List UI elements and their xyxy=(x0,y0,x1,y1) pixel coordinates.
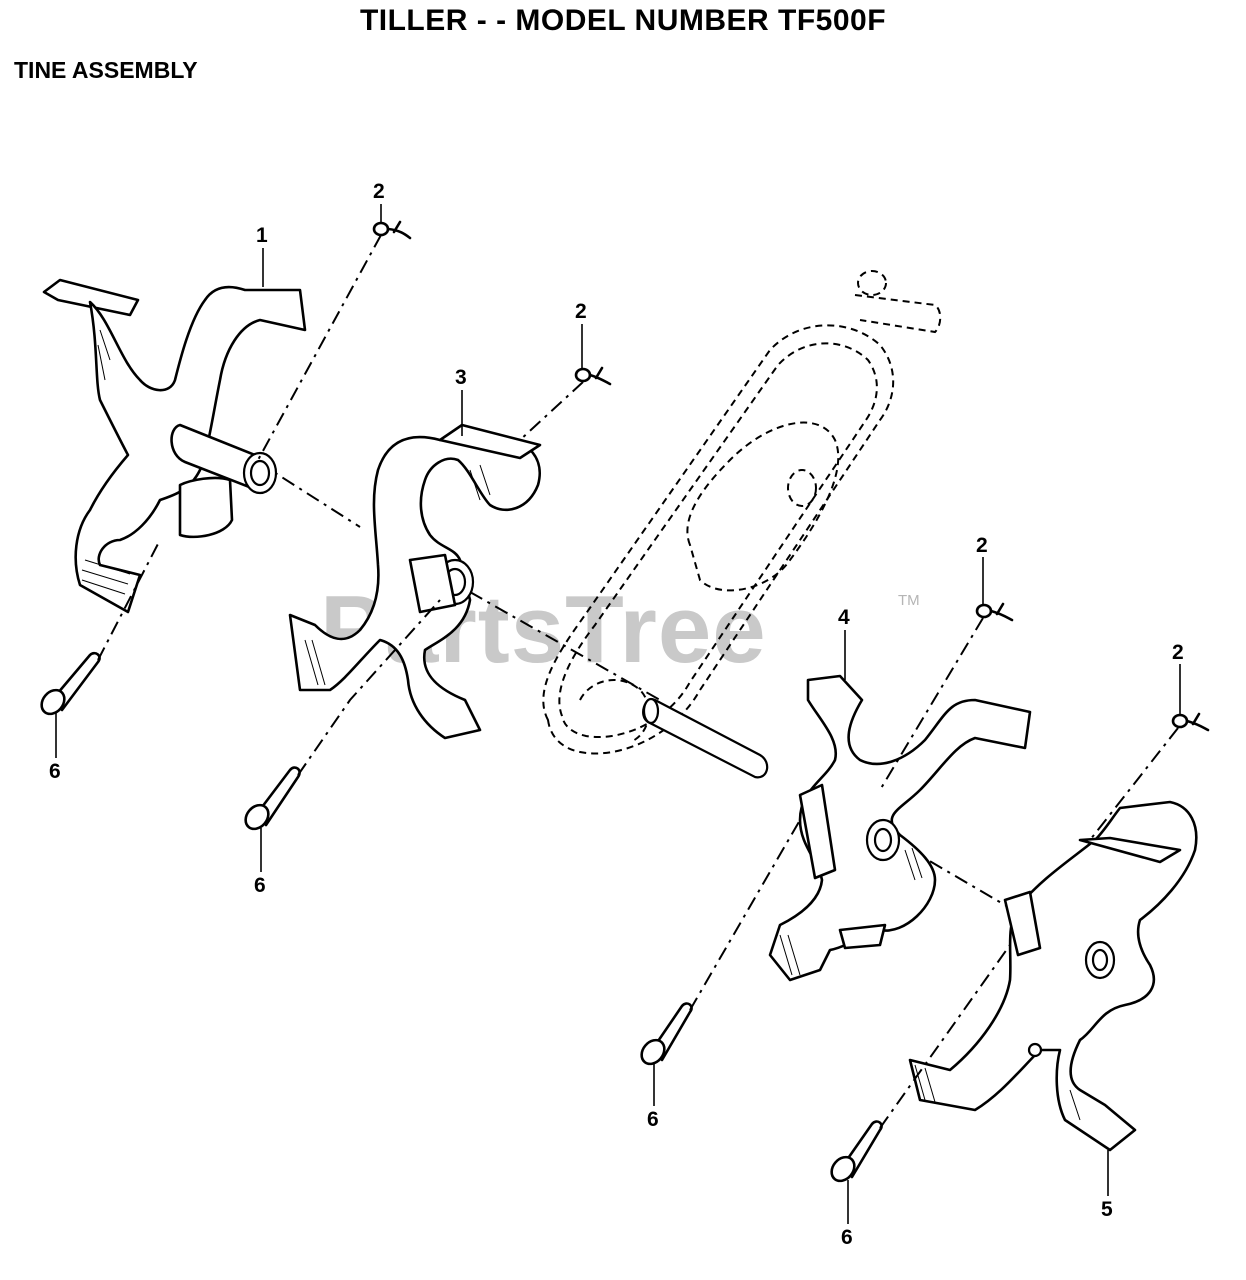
callout-6c: 6 xyxy=(647,1108,659,1131)
callout-2a: 2 xyxy=(373,180,385,203)
assembly-line-clip-a xyxy=(257,234,382,461)
assembly-line-clip-d xyxy=(1089,727,1179,841)
clevis-pin-a xyxy=(40,651,101,716)
callout-6d: 6 xyxy=(841,1226,853,1249)
axle-centerline-right xyxy=(879,831,1011,909)
tine-part-5 xyxy=(908,800,1198,1152)
clevis-pin-b xyxy=(244,766,301,831)
callout-4: 4 xyxy=(838,606,850,629)
callout-5: 5 xyxy=(1101,1198,1113,1221)
assembly-line-clip-b xyxy=(519,381,584,441)
clevis-pin-d xyxy=(830,1120,883,1183)
tine-part-3 xyxy=(288,423,542,740)
callout-2d: 2 xyxy=(1172,641,1184,664)
callout-3: 3 xyxy=(455,366,467,389)
callout-leaders xyxy=(55,204,1181,1224)
trademark-mark: TM xyxy=(898,592,920,609)
hairpin-clip-c xyxy=(975,602,1014,622)
callout-2c: 2 xyxy=(976,534,988,557)
callout-2b: 2 xyxy=(575,300,587,323)
axle-shaft xyxy=(642,697,769,779)
assembly-line-clip-c xyxy=(879,617,984,791)
assembly-line-pin-c xyxy=(689,819,801,1011)
tine-part-4 xyxy=(768,674,1032,982)
callout-1: 1 xyxy=(256,224,268,247)
callout-6b: 6 xyxy=(254,874,266,897)
assembly-line-pin-a xyxy=(97,539,161,661)
hairpin-clip-b xyxy=(574,366,612,386)
callout-6a: 6 xyxy=(49,760,61,783)
tine-part-1 xyxy=(42,278,307,614)
hairpin-clip-a xyxy=(372,220,412,240)
page-title: TILLER - - MODEL NUMBER TF500F xyxy=(359,4,887,37)
assembly-line-pin-b xyxy=(297,599,441,776)
clevis-pin-c xyxy=(640,1002,693,1066)
section-title: TINE ASSEMBLY xyxy=(14,57,198,83)
hairpin-clip-d xyxy=(1171,712,1210,732)
gear-case xyxy=(542,270,942,755)
assembly-line-pin-d xyxy=(879,944,1011,1129)
axle-centerline-mid xyxy=(469,591,661,701)
